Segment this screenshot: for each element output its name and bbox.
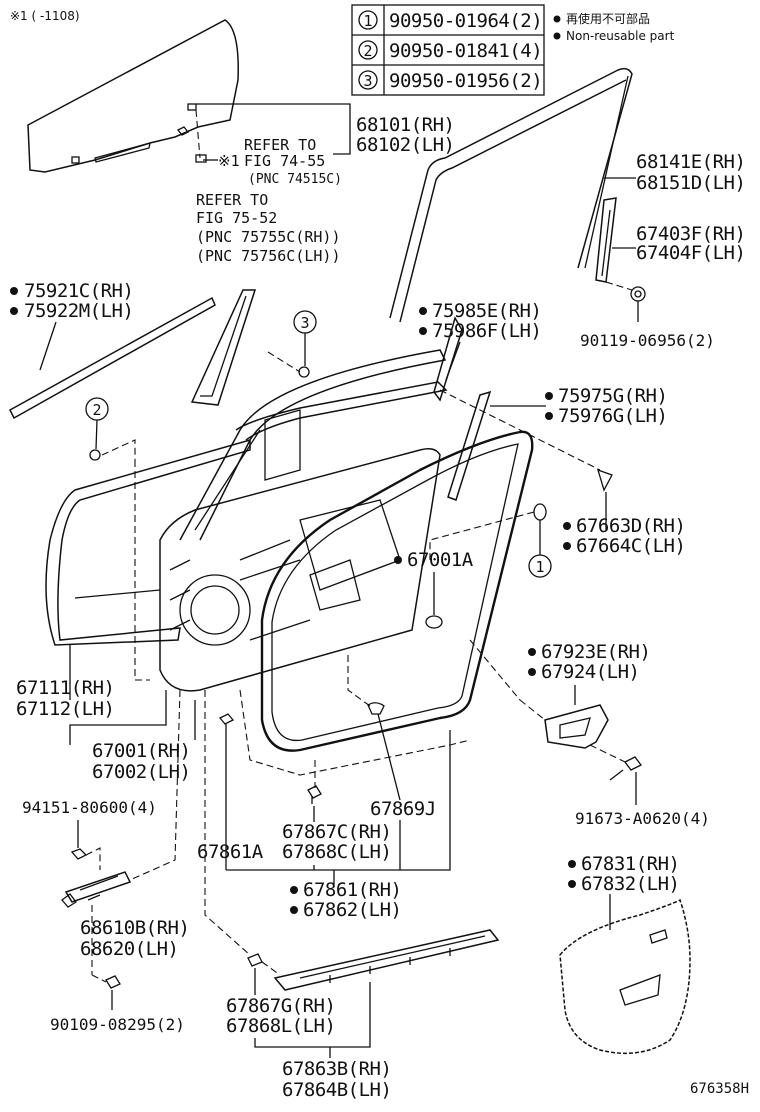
label-68141: 68141E(RH) <box>636 151 745 173</box>
clip-67867C-icon <box>307 785 322 804</box>
label-67864: 67864B(LH) <box>282 1079 391 1101</box>
rear-channel <box>595 197 617 283</box>
table-num-1: 1 <box>363 12 372 30</box>
label-90109: 90109-08295(2) <box>50 1015 185 1034</box>
label-67831: 67831(RH) <box>581 853 679 875</box>
panel-ref-line3: (PNC 75755C(RH)) <box>196 228 341 246</box>
table-num-2: 2 <box>363 42 372 60</box>
bolt-94151-icon <box>70 848 88 860</box>
label-67923: 67923E(RH) <box>541 641 650 663</box>
door-inner-panel <box>159 349 448 692</box>
label-68151: 68151D(LH) <box>636 172 745 194</box>
table-part-3: 90950-01956(2) <box>389 70 542 92</box>
label-90119: 90119-06956(2) <box>580 331 715 350</box>
label-75922: 75922M(LH) <box>24 300 133 322</box>
callout-2: 2 <box>92 401 101 419</box>
label-67924: 67924(LH) <box>541 661 639 683</box>
label-75976: 75976G(LH) <box>558 405 667 427</box>
label-67863: 67863B(RH) <box>282 1058 391 1080</box>
clip-2-icon <box>89 449 101 461</box>
rocker-moulding <box>273 929 500 991</box>
stopper-67001A-icon <box>425 615 443 629</box>
door-outer-panel <box>45 439 251 646</box>
callout-3: 3 <box>300 314 309 332</box>
label-75986: 75986F(LH) <box>432 320 541 342</box>
label-75985: 75985E(RH) <box>432 300 541 322</box>
door-glass <box>27 19 239 173</box>
table-part-1: 90950-01964(2) <box>389 10 542 32</box>
door-check <box>61 871 132 908</box>
glass-ref-line2: FIG 74-55 <box>244 152 325 170</box>
clip-90119-icon <box>630 286 646 302</box>
table-num-3: 3 <box>363 72 372 90</box>
label-67001A: 67001A <box>407 549 474 571</box>
legend: 再使用不可部品 Non-reusable part <box>553 11 675 43</box>
label-68610: 68610B(RH) <box>80 917 189 939</box>
label-68101: 68101(RH) <box>356 114 454 136</box>
door-weatherstrip <box>260 430 534 752</box>
label-67111: 67111(RH) <box>16 677 114 699</box>
label-67002: 67002(LH) <box>92 761 190 783</box>
glass-mark: ※1 <box>218 152 240 170</box>
clip-1-icon <box>533 503 547 521</box>
label-67869J: 67869J <box>370 798 436 820</box>
clip-67869J-icon <box>367 702 385 715</box>
parts-table: 1 2 3 90950-01964(2) 90950-01841(4) 9095… <box>351 4 545 96</box>
bolt-90109-icon <box>105 975 121 989</box>
clip-3-icon <box>298 366 310 378</box>
label-67862: 67862(LH) <box>303 899 401 921</box>
table-part-2: 90950-01841(4) <box>389 40 542 62</box>
bolt-91673-icon <box>609 756 642 781</box>
panel-ref-line1: REFER TO <box>196 191 268 209</box>
label-75921: 75921C(RH) <box>24 280 133 302</box>
callout-1: 1 <box>535 558 544 576</box>
panel-ref-line2: FIG 75-52 <box>196 209 277 227</box>
label-67868C: 67868C(LH) <box>282 841 391 863</box>
label-67868L: 67868L(LH) <box>226 1015 335 1037</box>
glass-ref-line3: (PNC 74515C) <box>248 172 342 187</box>
legend-en: Non-reusable part <box>566 29 675 43</box>
label-68102: 68102(LH) <box>356 134 454 156</box>
label-67832: 67832(LH) <box>581 873 679 895</box>
footer-code: 676358H <box>690 1081 749 1097</box>
label-67403: 67403F(RH) <box>636 223 745 245</box>
label-67867G: 67867G(RH) <box>226 995 335 1017</box>
label-91673: 91673-A0620(4) <box>575 809 710 828</box>
label-67664: 67664C(LH) <box>576 535 685 557</box>
clip-67867G-icon <box>247 953 263 967</box>
label-67112: 67112(LH) <box>16 698 114 720</box>
corner-panel <box>190 289 257 406</box>
legend-jp: 再使用不可部品 <box>566 11 650 26</box>
inner-belt-weatherstrip <box>433 316 463 402</box>
label-68620: 68620(LH) <box>80 938 178 960</box>
label-67404: 67404F(LH) <box>636 242 745 264</box>
wedge-67663-icon <box>597 468 613 492</box>
label-94151: 94151-80600(4) <box>22 798 157 817</box>
glass-run-channel <box>447 390 492 501</box>
label-67861: 67861(RH) <box>303 879 401 901</box>
label-75975: 75975G(RH) <box>558 385 667 407</box>
label-67663: 67663D(RH) <box>576 515 685 537</box>
door-frame-moulding <box>389 67 633 323</box>
label-67861A: 67861A <box>197 841 264 863</box>
glass-ref-line1: REFER TO <box>244 136 316 154</box>
label-67867C: 67867C(RH) <box>282 821 391 843</box>
clip-67861A-icon <box>218 713 235 725</box>
label-67001: 67001(RH) <box>92 740 190 762</box>
header-note: ※1 ( -1108) <box>10 9 80 23</box>
service-hole-cover <box>559 898 691 1055</box>
panel-ref-line4: (PNC 75756C(LH)) <box>196 247 341 265</box>
access-hole-cover <box>544 704 609 749</box>
outer-belt-moulding <box>9 296 216 420</box>
